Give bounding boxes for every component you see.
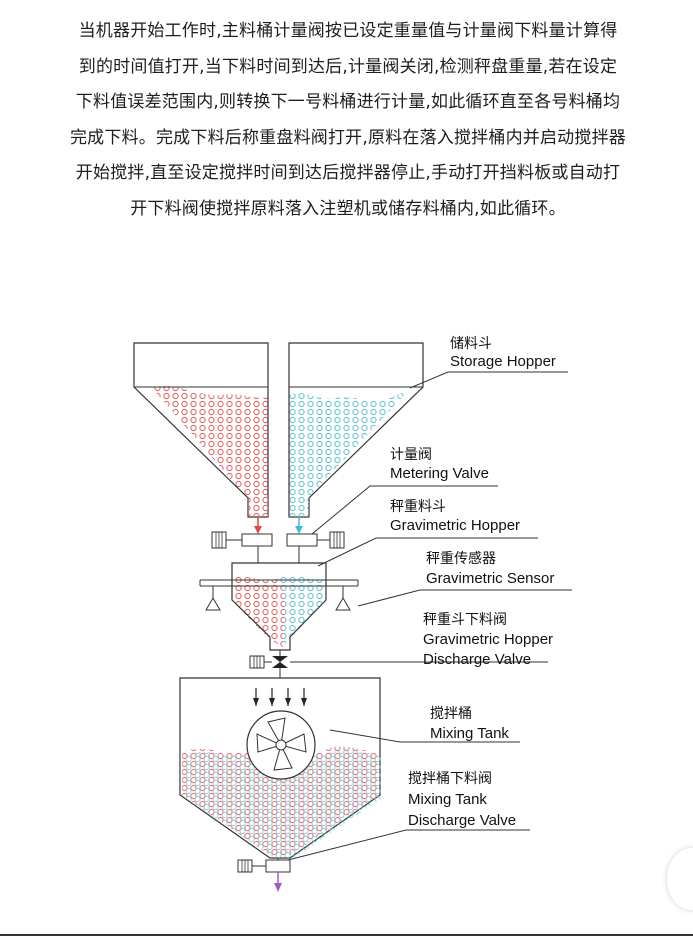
intro-line: 下料值误差范围内,则转换下一号料桶进行计量,如此循环直至各号料桶均: [75, 92, 621, 112]
intro-line: 开始搅拌,直至设定搅拌时间到达后搅拌器停止,手动打开挡料板或自动打: [75, 163, 621, 183]
gravimetric-blue-fill: [280, 575, 326, 648]
label-en: Mixing Tank: [430, 725, 509, 742]
agitator: [246, 710, 316, 780]
mixed-blue-fill: [186, 749, 382, 858]
label-cn: 秤重传感器: [426, 550, 496, 567]
gravimetric-red-fill: [232, 576, 285, 648]
discharge-valve-mixing: [237, 858, 291, 873]
label-cn: 储料斗: [450, 336, 492, 352]
mixing-tank: [179, 677, 382, 859]
metering-valve-left: [211, 531, 273, 549]
label-en-2: Discharge Valve: [408, 812, 516, 829]
label-en: Metering Valve: [390, 465, 489, 482]
label-cn: 搅拌桶下料阀: [408, 771, 492, 787]
label-en-2: Discharge Valve: [423, 651, 531, 668]
label-gravimetric-discharge-valve: 秤重斗下料阀 Gravimetric Hopper Discharge Valv…: [423, 612, 553, 668]
purple-discharge-arrow: [274, 872, 282, 892]
intro-line: 开下料阀使搅拌原料落入注塑机或储存料桶内,如此循环。: [130, 198, 566, 219]
label-gravimetric-sensor: 秤重传感器 Gravimetric Sensor: [426, 550, 554, 587]
label-storage-hopper: 储料斗 Storage Hopper: [450, 336, 556, 370]
discharge-valve-gravimetric: [249, 650, 288, 678]
label-en: Storage Hopper: [450, 353, 556, 370]
intro-line: 完成下料。完成下料后称重盘料阀打开,原料在落入搅拌桶内并启动搅拌器: [69, 127, 626, 148]
leader-lines: [287, 371, 572, 861]
intro-line: 当机器开始工作时,主料桶计量阀按已设定重量值与计量阀下料量计算得: [78, 21, 618, 41]
gravimetric-sensor-left: [205, 586, 221, 611]
blue-drop-arrow: [295, 517, 303, 534]
intro-line: 到的时间值打开,当下料时间到达后,计量阀关闭,检测秤盘重量,若在设定: [78, 56, 618, 77]
intro-paragraph: 当机器开始工作时,主料桶计量阀按已设定重量值与计量阀下料量计算得 到的时间值打开…: [22, 14, 674, 227]
mixing-feed-arrows: [253, 688, 307, 706]
label-en: Gravimetric Hopper: [390, 517, 520, 534]
label-metering-valve: 计量阀 Metering Valve: [390, 447, 489, 482]
label-cn: 计量阀: [390, 447, 432, 463]
storage-hopper-left: [133, 342, 269, 518]
label-en: Gravimetric Sensor: [426, 570, 554, 587]
label-cn: 秤重料斗: [390, 499, 446, 515]
label-mixing-tank: 搅拌桶 Mixing Tank: [430, 706, 509, 742]
label-mixing-discharge-valve: 搅拌桶下料阀 Mixing Tank Discharge Valve: [408, 771, 516, 829]
label-cn: 秤重斗下料阀: [423, 612, 507, 628]
blue-material-fill: [289, 390, 409, 497]
label-en: Gravimetric Hopper: [423, 631, 553, 648]
gravimetric-sensor-right: [335, 586, 351, 611]
metering-valve-right: [286, 531, 345, 549]
bottom-divider: [0, 934, 693, 936]
gravimetric-hopper: [199, 562, 359, 651]
red-drop-arrow: [254, 517, 262, 534]
label-cn: 搅拌桶: [430, 706, 472, 722]
label-en: Mixing Tank: [408, 791, 487, 808]
storage-hopper-right: [288, 342, 424, 518]
label-gravimetric-hopper: 秤重料斗 Gravimetric Hopper: [390, 499, 520, 534]
red-material-fill: [152, 385, 268, 497]
